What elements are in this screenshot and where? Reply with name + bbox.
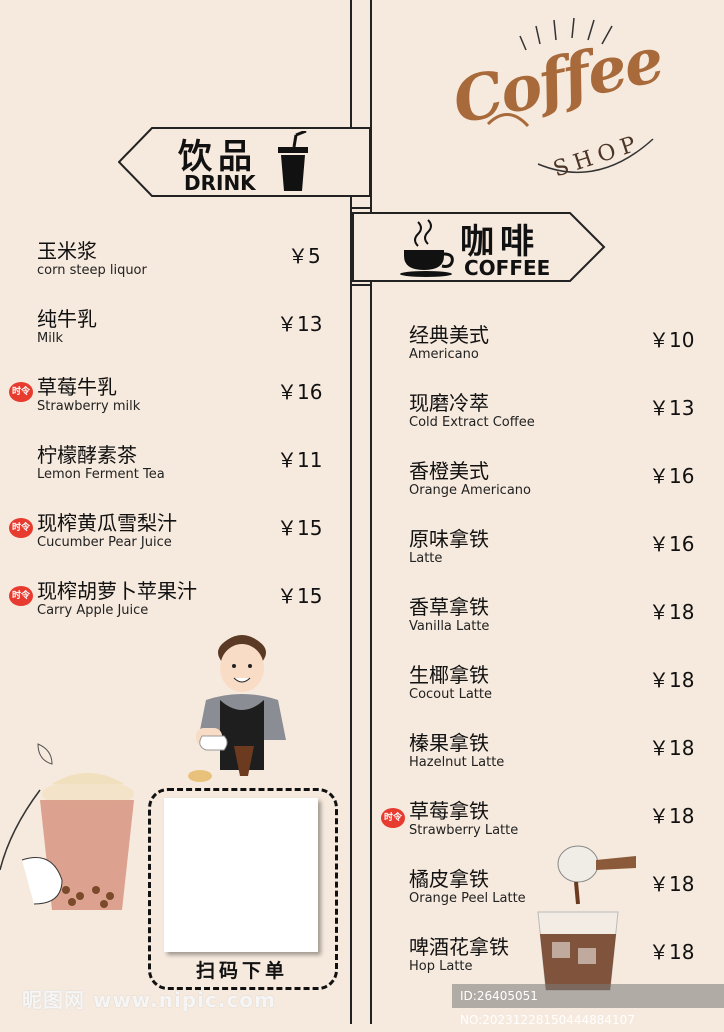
- item-price: ￥18: [649, 872, 695, 896]
- item-name-cn: 草莓牛乳: [37, 375, 117, 399]
- list-item: 香橙美式 Orange Americano: [409, 460, 531, 500]
- seasonal-badge: 时令: [9, 586, 33, 606]
- item-price: ￥15: [277, 516, 323, 540]
- item-name-cn: 原味拿铁: [409, 527, 489, 551]
- item-name-en: Strawberry milk: [37, 399, 141, 414]
- item-name-en: Hop Latte: [409, 959, 473, 974]
- coffee-sign: 咖啡 COFFEE: [352, 212, 606, 282]
- item-name-en: Strawberry Latte: [409, 823, 519, 838]
- item-name-cn: 现磨冷萃: [409, 391, 489, 415]
- item-name-en: Americano: [409, 347, 479, 362]
- coffee-shop-logo: Coffee SHOP: [447, 14, 678, 204]
- item-name-cn: 纯牛乳: [37, 307, 97, 331]
- list-item: 橘皮拿铁 Orange Peel Latte: [409, 868, 526, 908]
- qr-code[interactable]: [164, 798, 318, 952]
- item-name-cn: 香草拿铁: [409, 595, 489, 619]
- item-name-en: Vanilla Latte: [409, 619, 490, 634]
- item-name-en: Milk: [37, 331, 63, 346]
- list-item: 现榨胡萝卜苹果汁 Carry Apple Juice: [37, 580, 197, 620]
- item-name-cn: 橘皮拿铁: [409, 867, 489, 891]
- item-price: ￥18: [649, 940, 695, 964]
- iced-coffee-illustration: [537, 845, 636, 991]
- list-item: 草莓牛乳 Strawberry milk: [37, 376, 140, 416]
- list-item: 经典美式 Americano: [409, 324, 489, 364]
- item-price: ￥13: [649, 396, 695, 420]
- drink-sign-rail: [350, 207, 372, 209]
- item-name-cn: 香橙美式: [409, 459, 489, 483]
- list-item: 草莓拿铁 Strawberry Latte: [409, 800, 518, 840]
- item-name-cn: 生椰拿铁: [409, 663, 489, 687]
- list-item: 榛果拿铁 Hazelnut Latte: [409, 732, 504, 772]
- coffee-sign-cn: 咖啡: [460, 222, 540, 262]
- item-name-en: Latte: [409, 551, 443, 566]
- item-name-cn: 玉米浆: [37, 239, 97, 263]
- item-name-en: Lemon Ferment Tea: [37, 467, 165, 482]
- divider-left: [350, 0, 352, 1024]
- list-item: 啤酒花拿铁 Hop Latte: [409, 936, 509, 976]
- list-item: 玉米浆 corn steep liquor: [37, 240, 147, 280]
- item-price: ￥16: [649, 464, 695, 488]
- coffee-cup-icon: [400, 219, 454, 277]
- item-name-cn: 经典美式: [409, 323, 489, 347]
- bubble-tea-illustration: [0, 743, 134, 910]
- item-price: ￥18: [649, 668, 695, 692]
- item-price: ￥18: [649, 736, 695, 760]
- drink-sign: 饮品 DRINK: [118, 127, 374, 197]
- divider-right: [370, 0, 372, 1024]
- list-item: 柠檬酵素茶 Lemon Ferment Tea: [37, 444, 165, 484]
- cup-icon: [278, 131, 308, 191]
- coffee-sign-rail: [350, 284, 372, 286]
- seasonal-badge: 时令: [9, 518, 33, 538]
- drink-sign-en: DRINK: [184, 171, 256, 195]
- item-price: ￥10: [649, 328, 695, 352]
- logo-rays-icon: [486, 17, 654, 174]
- item-price: ￥18: [649, 804, 695, 828]
- item-name-en: Cocout Latte: [409, 687, 493, 702]
- item-name-en: Hazelnut Latte: [409, 755, 505, 770]
- list-item: 现榨黄瓜雪梨汁 Cucumber Pear Juice: [37, 512, 177, 552]
- list-item: 香草拿铁 Vanilla Latte: [409, 596, 489, 636]
- item-name-cn: 柠檬酵素茶: [37, 443, 137, 467]
- item-name-cn: 草莓拿铁: [409, 799, 489, 823]
- drink-sign-arrow-icon: [118, 127, 371, 197]
- item-name-en: Cold Extract Coffee: [409, 415, 535, 430]
- barista-illustration: [188, 635, 286, 782]
- item-name-cn: 现榨黄瓜雪梨汁: [37, 511, 177, 535]
- item-price: ￥16: [277, 380, 323, 404]
- item-name-en: Cucumber Pear Juice: [37, 535, 172, 550]
- list-item: 原味拿铁 Latte: [409, 528, 489, 568]
- item-price: ￥13: [277, 312, 323, 336]
- watermark-id: ID:26405051 NO:20231228150444884107: [452, 984, 724, 1027]
- item-price: ￥5: [288, 244, 321, 268]
- watermark-site: 昵图网 www.nipic.com: [22, 988, 276, 1012]
- list-item: 现磨冷萃 Cold Extract Coffee: [409, 392, 535, 432]
- item-name-cn: 现榨胡萝卜苹果汁: [37, 579, 197, 603]
- coffee-sign-en: COFFEE: [464, 256, 551, 280]
- item-name-en: corn steep liquor: [37, 263, 147, 278]
- seasonal-badge: 时令: [9, 382, 33, 402]
- list-item: 生椰拿铁 Cocout Latte: [409, 664, 492, 704]
- qr-label: 扫码下单: [195, 960, 288, 982]
- item-name-en: Orange Peel Latte: [409, 891, 526, 906]
- item-price: ￥18: [649, 600, 695, 624]
- item-price: ￥15: [277, 584, 323, 608]
- item-name-cn: 榛果拿铁: [409, 731, 489, 755]
- item-price: ￥16: [649, 532, 695, 556]
- item-name-en: Orange Americano: [409, 483, 531, 498]
- seasonal-badge: 时令: [381, 808, 405, 828]
- item-name-cn: 啤酒花拿铁: [409, 935, 509, 959]
- item-name-en: Carry Apple Juice: [37, 603, 149, 618]
- drink-sign-cn: 饮品: [178, 137, 258, 177]
- item-price: ￥11: [277, 448, 323, 472]
- list-item: 纯牛乳 Milk: [37, 308, 97, 348]
